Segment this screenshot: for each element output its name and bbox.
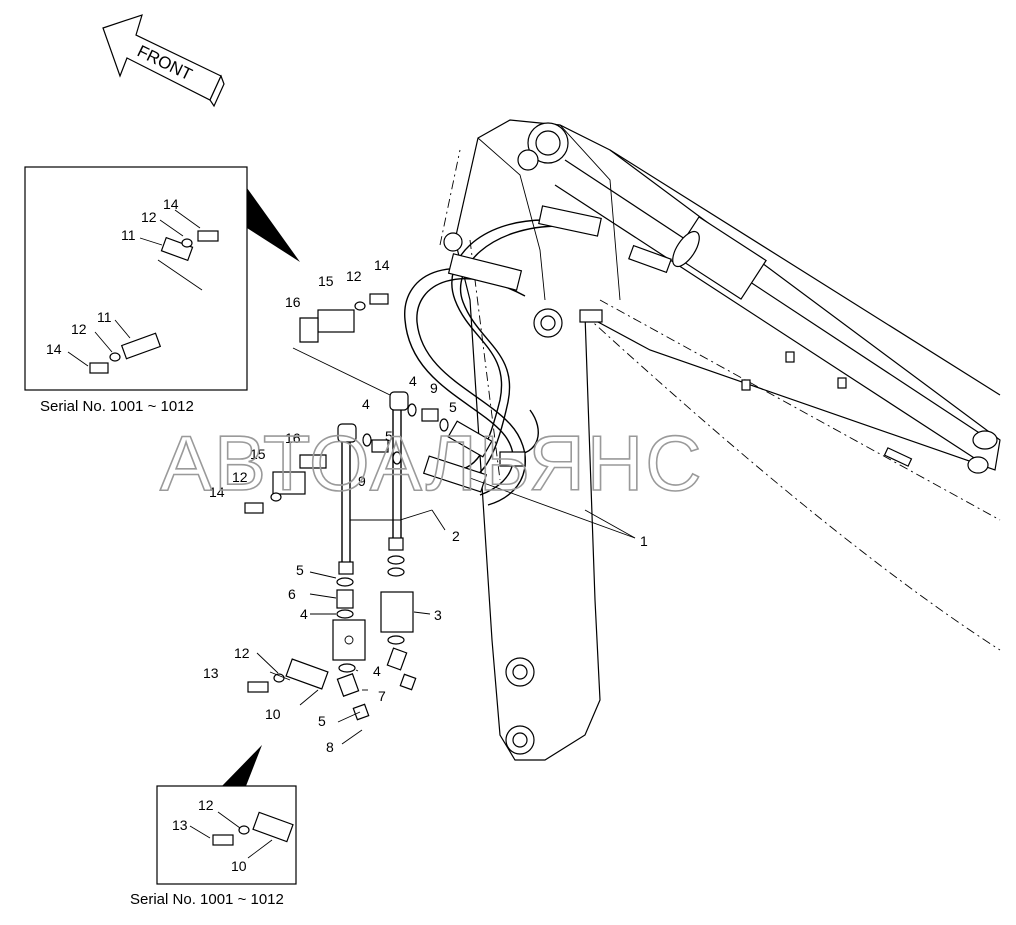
block-left: [332, 619, 366, 661]
callout-number: 16: [285, 294, 301, 310]
callout-number: 12: [346, 268, 362, 284]
leader-lines: [256, 347, 636, 745]
callout-number: 1: [640, 533, 648, 549]
inset-top-label: 11: [121, 227, 136, 243]
callout-number: 4: [362, 396, 370, 412]
callout-number: 5: [449, 399, 457, 415]
callout-number: 15: [250, 446, 266, 462]
inset-bottom-caption: Serial No. 1001 ~ 1012: [130, 891, 284, 908]
inset-top: 14 12 11 11 12 14 Serial No. 1001 ~ 1012: [24, 166, 248, 415]
callout-number: 12: [234, 645, 250, 661]
callout-number: 12: [232, 469, 248, 485]
inset-bottom: 12 13 10 Serial No. 1001 ~ 1012: [130, 785, 297, 908]
inset-top-pointer: [247, 188, 300, 262]
callout-number: 15: [318, 273, 334, 289]
inset-top-label: 14: [46, 341, 62, 357]
inset-bottom-label: 10: [231, 858, 247, 874]
inset-top-caption: Serial No. 1001 ~ 1012: [40, 398, 194, 415]
callout-number: 7: [378, 688, 386, 704]
callout-numbers: 15 12 14 16 4 9 5 4 5 16 15 12 14 9 1 2 …: [203, 257, 648, 755]
callout-number: 6: [288, 586, 296, 602]
inset-bottom-label: 12: [198, 797, 214, 813]
callout-number: 5: [318, 713, 326, 729]
pipe-assembly-2: [337, 391, 409, 575]
callout-number: 10: [265, 706, 281, 722]
inset-top-label: 11: [97, 309, 112, 325]
callout-number: 4: [409, 373, 417, 389]
inset-bottom-label: 13: [172, 817, 188, 833]
callout-number: 14: [209, 484, 225, 500]
inset-top-label: 12: [71, 321, 87, 337]
callout-number: 5: [296, 562, 304, 578]
front-arrow-label: FRONT: [134, 42, 195, 85]
boom-structure: [439, 119, 1001, 761]
watermark: АВТОАЛЬЯНС: [160, 419, 704, 507]
callout-number: 8: [326, 739, 334, 755]
inset-top-label: 14: [163, 196, 179, 212]
callout-number: 9: [430, 380, 438, 396]
callout-number: 14: [374, 257, 390, 273]
callout-number: 4: [300, 606, 308, 622]
front-arrow: FRONT: [102, 14, 225, 108]
block-right: [380, 591, 414, 633]
inset-top-label: 12: [141, 209, 157, 225]
fittings: [244, 293, 449, 721]
hose-assembly-1: [404, 205, 602, 506]
inset-bottom-pointer: [222, 745, 262, 786]
callout-number: 16: [285, 430, 301, 446]
callout-number: 9: [358, 473, 366, 489]
callout-number: 2: [452, 528, 460, 544]
callout-number: 13: [203, 665, 219, 681]
callout-number: 4: [373, 663, 381, 679]
callout-number: 3: [434, 607, 442, 623]
callout-number: 5: [385, 428, 393, 444]
